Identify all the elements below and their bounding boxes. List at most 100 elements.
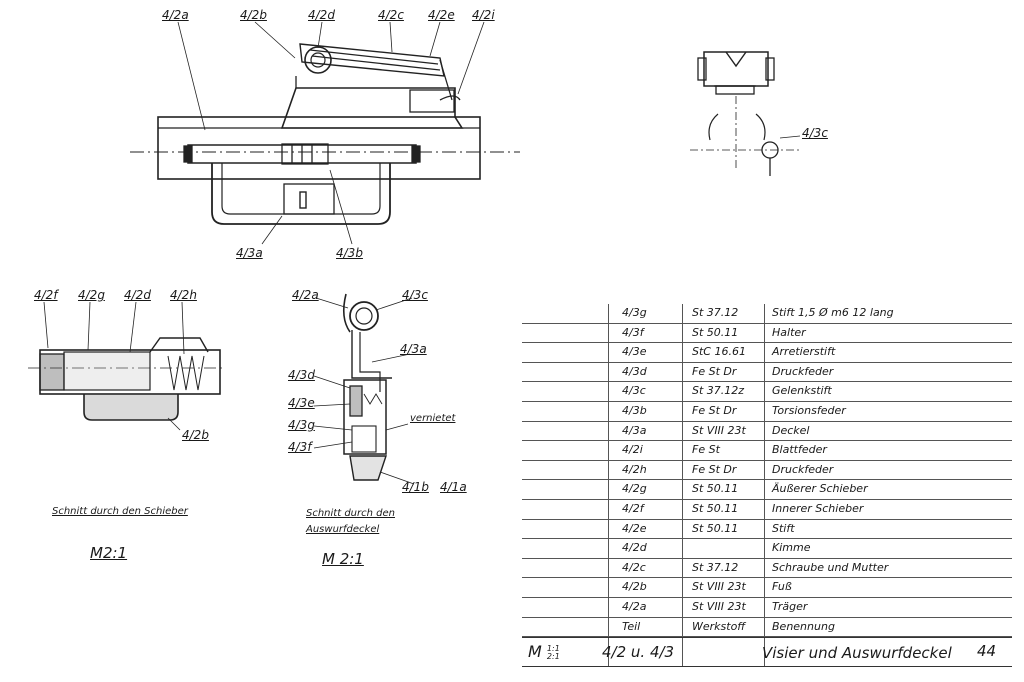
title-block-part-no: 4/2 u. 4/3 (602, 643, 675, 662)
label-4-3a-deckel: 4/3a (400, 342, 427, 356)
cell-benennung: Stift (772, 521, 795, 535)
cell-werkstoff: St 37.12 (692, 560, 739, 574)
cell-werkstoff: Fe St Dr (692, 462, 737, 476)
table-row: 4/2b St VIII 23t Fuß (522, 578, 1012, 598)
label-4-2d-section: 4/2d (124, 288, 151, 302)
label-4-2d-top: 4/2d (308, 8, 335, 22)
cell-teil: 4/3g (622, 306, 647, 319)
cell-teil: 4/2b (622, 580, 647, 594)
table-row: 4/2d Kimme (522, 539, 1012, 559)
scale-top: 1:1 (546, 643, 560, 653)
cell-teil: 4/3a (622, 423, 647, 437)
header-teil: Teil (622, 619, 641, 633)
cell-werkstoff: St 37.12 (692, 306, 739, 319)
cell-werkstoff: St 50.11 (692, 482, 739, 496)
table-row: 4/3a St VIII 23t Deckel (522, 422, 1012, 442)
cell-benennung: Blattfeder (772, 443, 827, 457)
cell-benennung: Arretierstift (772, 345, 836, 359)
table-divider-3 (764, 304, 765, 668)
header-werkstoff: Werkstoff (692, 619, 746, 633)
cell-teil: 4/2a (622, 599, 647, 613)
label-4-2a-deckel: 4/2a (292, 288, 319, 302)
cell-benennung: Kimme (772, 541, 811, 555)
label-4-2b-section: 4/2b (182, 428, 209, 442)
cell-werkstoff: Fe St Dr (692, 403, 737, 417)
scale-fraction: 1:1 2:1 (546, 643, 560, 661)
cell-teil: 4/3b (622, 403, 647, 417)
label-4-2c-top: 4/2c (378, 8, 404, 22)
caption-deckel: Schnitt durch den Auswurfdeckel (306, 506, 395, 538)
label-4-3b-top: 4/3b (336, 246, 363, 260)
title-block-sheet-no: 44 (977, 642, 997, 661)
scale-deckel: M 2:1 (322, 550, 364, 568)
scale-schieber: M2:1 (90, 544, 128, 562)
table-divider-1 (608, 304, 609, 668)
label-4-2e-top: 4/2e (428, 8, 455, 22)
cell-teil: 4/2e (622, 521, 647, 535)
cell-teil: 4/2d (622, 541, 647, 555)
label-4-2b-top: 4/2b (240, 8, 267, 22)
label-4-2f-section: 4/2f (34, 288, 58, 302)
cell-benennung: Druckfeder (772, 462, 834, 476)
caption-schieber-text: Schnitt durch den Schieber (52, 506, 188, 517)
label-4-1b-deckel: 4/1b (402, 480, 429, 494)
table-row: 4/2a St VIII 23t Träger (522, 598, 1012, 618)
cell-benennung: Torsionsfeder (772, 403, 846, 417)
cell-teil: 4/3d (622, 364, 647, 378)
cell-benennung: Deckel (772, 423, 810, 437)
cell-teil: 4/2g (622, 482, 647, 496)
label-4-2i-top: 4/2i (472, 8, 495, 22)
cell-werkstoff: St VIII 23t (692, 423, 746, 437)
cell-benennung: Fuß (772, 580, 792, 594)
scale-prefix: M (528, 642, 542, 662)
table-row: 4/3d Fe St Dr Druckfeder (522, 363, 1012, 383)
cell-benennung: Halter (772, 325, 806, 339)
cell-benennung: Träger (772, 599, 808, 613)
cell-werkstoff: St VIII 23t (692, 599, 746, 613)
cell-teil: 4/2h (622, 462, 647, 476)
table-row: 4/2e St 50.11 Stift (522, 520, 1012, 540)
cell-benennung: Druckfeder (772, 364, 834, 378)
cell-werkstoff: St 50.11 (692, 501, 739, 515)
label-4-3e-deckel: 4/3e (288, 396, 315, 410)
table-row: 4/3g St 37.12 Stift 1,5 Ø m6 12 lang (522, 304, 1012, 324)
caption-deckel-line2: Auswurfdeckel (306, 524, 380, 535)
cell-benennung: Stift 1,5 Ø m6 12 lang (772, 306, 894, 319)
table-row: 4/2i Fe St Blattfeder (522, 441, 1012, 461)
cell-teil: 4/2i (622, 443, 643, 457)
cell-teil: 4/3c (622, 384, 646, 398)
label-4-3g-deckel: 4/3g (288, 418, 315, 432)
table-row: 4/3b Fe St Dr Torsionsfeder (522, 402, 1012, 422)
cell-werkstoff: Fe St (692, 443, 720, 457)
cell-werkstoff: St 50.11 (692, 521, 739, 535)
label-4-3f-deckel: 4/3f (288, 440, 312, 454)
cell-werkstoff: St VIII 23t (692, 580, 746, 594)
cell-werkstoff: Fe St Dr (692, 364, 737, 378)
table-row: 4/2h Fe St Dr Druckfeder (522, 461, 1012, 481)
label-4-3c-detail: 4/3c (802, 126, 828, 140)
cell-teil: 4/2c (622, 560, 646, 574)
cell-benennung: Schraube und Mutter (772, 560, 889, 574)
header-benennung: Benennung (772, 619, 835, 633)
label-4-2g-section: 4/2g (78, 288, 105, 302)
label-4-2h-section: 4/2h (170, 288, 197, 302)
title-block-scale: M 1:1 2:1 (528, 642, 560, 661)
cell-teil: 4/3e (622, 345, 647, 359)
caption-deckel-line1: Schnitt durch den (306, 508, 395, 519)
label-4-2a-top: 4/2a (162, 8, 189, 22)
parts-header-row: Teil Werkstoff Benennung (522, 618, 1012, 638)
label-4-3a-top: 4/3a (236, 246, 263, 260)
title-block-title: Visier und Auswurfdeckel (762, 644, 952, 663)
cell-benennung: Gelenkstift (772, 384, 832, 398)
cell-benennung: Innerer Schieber (772, 501, 864, 515)
cell-werkstoff: St 50.11 (692, 325, 739, 339)
